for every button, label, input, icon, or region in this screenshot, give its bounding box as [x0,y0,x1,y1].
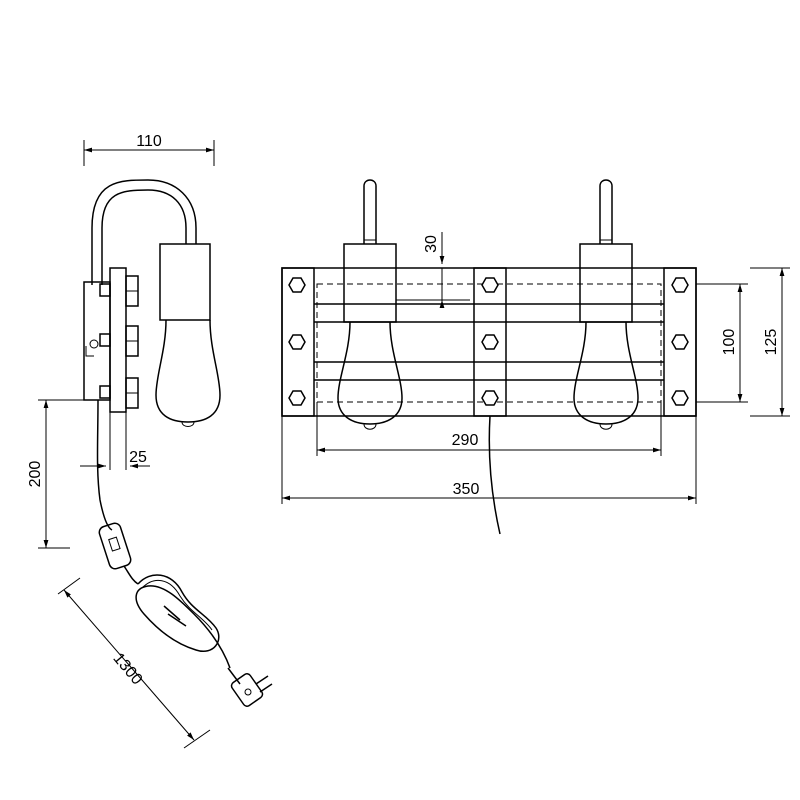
front-cable [488,415,501,535]
front-lamp-left [337,179,403,430]
dim-front-total-height-label: 125 [763,329,780,356]
dim-front-total-height: 125 [750,267,790,417]
dim-side-height-label: 200 [27,461,44,488]
side-bolts [85,275,139,409]
dim-side-offset: 25 [80,412,150,470]
front-post-left [281,267,315,417]
cable-switch [98,522,132,570]
dim-front-top: 30 [396,232,470,308]
dim-front-total-width-label: 350 [453,481,480,498]
front-nuts [288,277,689,406]
dim-front-inner-height: 100 [696,283,748,403]
side-plate [109,267,127,413]
front-post-right [663,267,697,417]
side-bulb [155,319,221,423]
dim-front-inner-width-label: 290 [452,432,479,449]
dim-side-offset-label: 25 [129,449,147,466]
front-lamp-right [573,179,639,430]
dim-front-top-label: 30 [423,235,440,253]
curved-arm [91,179,197,285]
side-socket [159,243,211,321]
side-view: 110 [27,133,273,749]
dim-front-total-width: 350 [281,416,697,504]
dim-side-height: 200 [27,399,100,549]
front-view: 30 290 350 100 125 [281,179,790,535]
dim-side-width: 110 [83,133,215,166]
dim-cable-length: 1300 [57,577,211,749]
dim-front-inner-height-label: 100 [721,329,738,356]
dim-front-inner-width: 290 [316,402,662,456]
dim-side-width-label: 110 [136,133,162,150]
dim-cable-length-label: 1300 [109,650,145,688]
power-plug [227,667,273,707]
coiled-cable [135,574,231,669]
